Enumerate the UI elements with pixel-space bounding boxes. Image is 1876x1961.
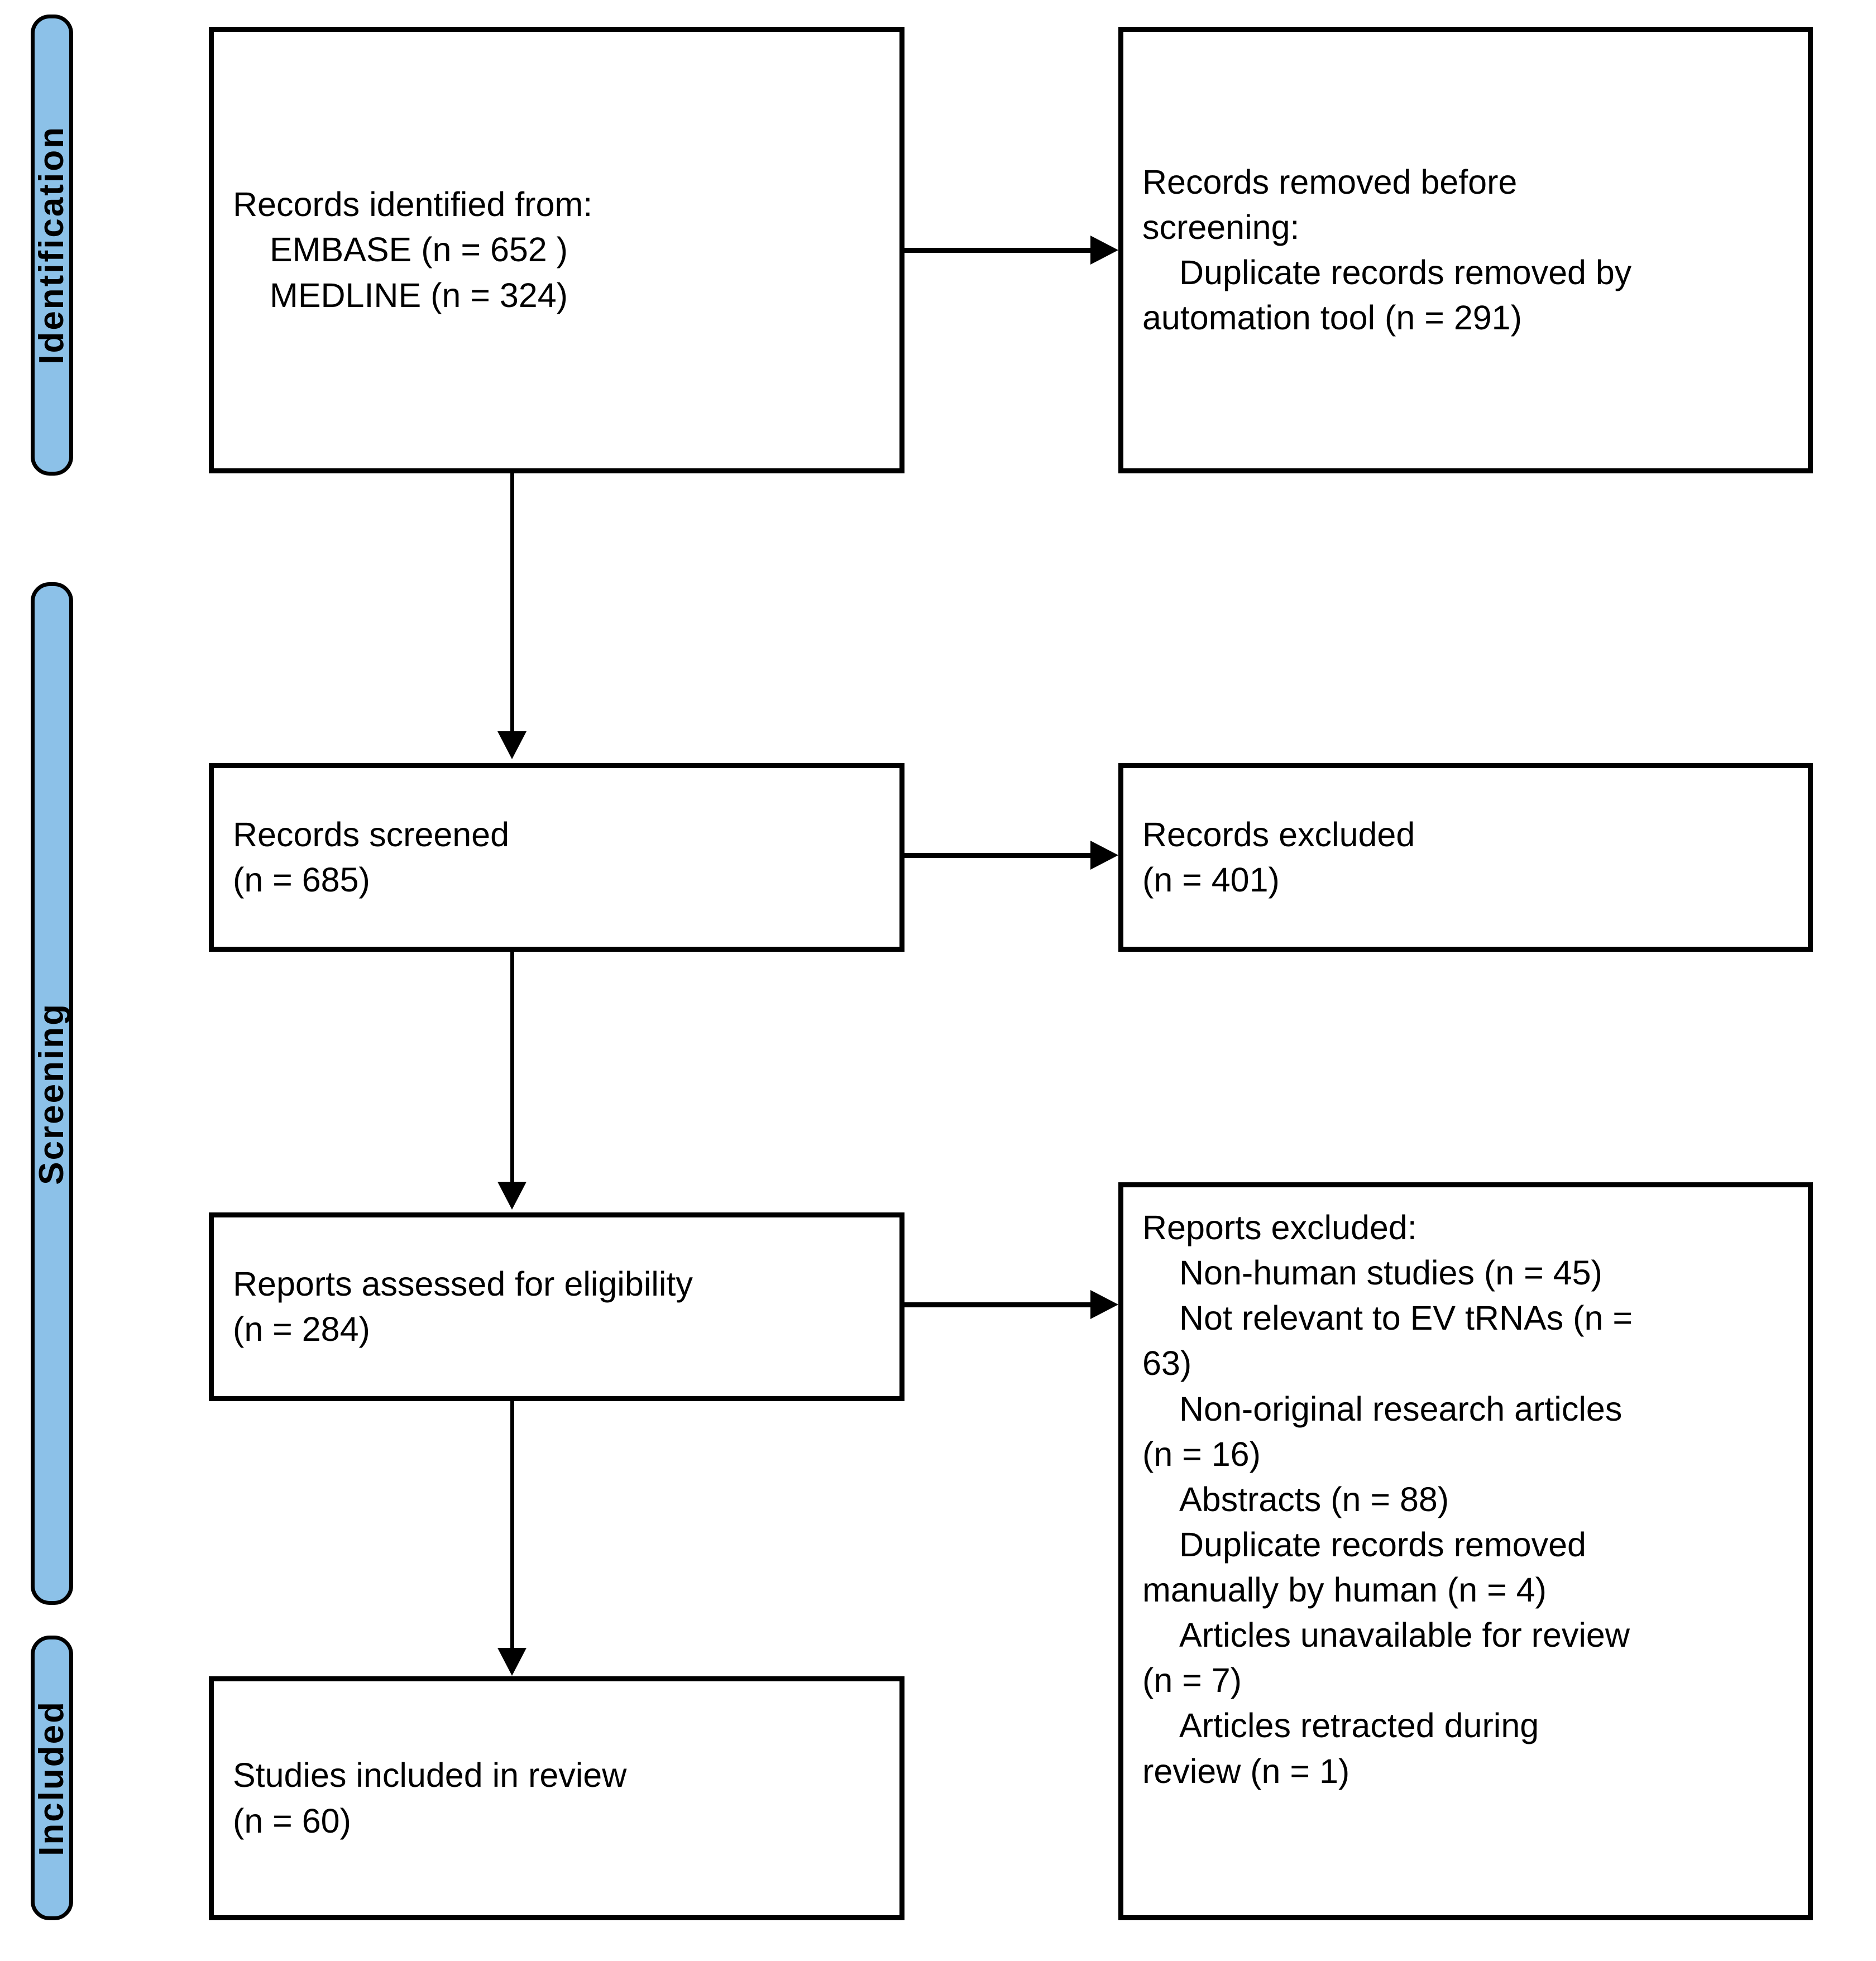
box-line: review (n = 1) <box>1142 1752 1350 1790</box>
box-line: Non-human studies (n = 45) <box>1179 1254 1602 1292</box>
box-line: Records screened <box>233 815 510 854</box>
box-line: 63) <box>1142 1344 1192 1383</box>
box-line: Reports excluded: <box>1142 1209 1417 1246</box>
box-line: (n = 16) <box>1142 1435 1261 1473</box>
box-line: Articles retracted during <box>1179 1706 1539 1745</box>
arrowhead-screened-to-assessed <box>497 1182 527 1210</box>
box-line: Non-original research articles <box>1179 1389 1623 1428</box>
stage-tab-included: Included <box>31 1636 73 1920</box>
box-line: screening: <box>1142 208 1300 246</box>
stage-tab-identification-label: Identification <box>32 126 71 365</box>
box-line: (n = 60) <box>233 1801 351 1840</box>
box-records-identified: Records identified from: EMBASE (n = 652… <box>209 27 904 473</box>
box-line: Studies included in review <box>233 1756 627 1795</box>
connector-identified-to-removed <box>904 248 1090 253</box>
box-line: (n = 284) <box>233 1310 370 1348</box>
box-line: MEDLINE (n = 324) <box>270 276 568 314</box>
stage-tab-included-label: Included <box>32 1700 71 1856</box>
box-line: (n = 685) <box>233 861 370 899</box>
connector-screened-to-assessed <box>510 952 514 1182</box>
connector-screened-to-excluded <box>904 853 1090 858</box>
arrowhead-identified-to-removed <box>1090 236 1118 265</box>
stage-tab-screening: Screening <box>31 582 73 1605</box>
stage-tab-identification: Identification <box>31 15 73 476</box>
box-reports-assessed: Reports assessed for eligibility (n = 28… <box>209 1212 904 1401</box>
connector-assessed-to-included <box>510 1401 514 1648</box>
box-line: (n = 401) <box>1142 861 1280 899</box>
box-line: Duplicate records removed by <box>1179 253 1632 291</box>
box-line: Reports assessed for eligibility <box>233 1264 693 1303</box>
box-line: Duplicate records removed <box>1179 1525 1586 1564</box>
connector-assessed-to-reports-excluded <box>904 1302 1090 1307</box>
arrowhead-screened-to-excluded <box>1090 841 1118 870</box>
stage-tab-screening-label: Screening <box>32 1002 71 1185</box>
box-records-excluded: Records excluded (n = 401) <box>1118 763 1813 952</box>
box-line: Records excluded <box>1142 815 1415 854</box>
box-reports-excluded: Reports excluded: Non-human studies (n =… <box>1118 1182 1813 1920</box>
box-records-screened: Records screened (n = 685) <box>209 763 904 952</box>
arrowhead-assessed-to-reports-excluded <box>1090 1290 1118 1319</box>
arrowhead-assessed-to-included <box>497 1648 527 1676</box>
arrowhead-identified-to-screened <box>497 731 527 759</box>
box-studies-included: Studies included in review (n = 60) <box>209 1676 904 1920</box>
box-records-removed: Records removed before screening: Duplic… <box>1118 27 1813 473</box>
box-line: Articles unavailable for review <box>1179 1616 1630 1655</box>
connector-identified-to-screened <box>510 473 514 731</box>
box-line: Records removed before <box>1142 162 1518 201</box>
box-line: Abstracts (n = 88) <box>1179 1480 1449 1518</box>
box-line: Records identified from: <box>233 185 593 224</box>
box-line: EMBASE (n = 652 ) <box>270 231 568 269</box>
box-line: Not relevant to EV tRNAs (n = <box>1179 1299 1633 1337</box>
box-line: (n = 7) <box>1142 1661 1242 1700</box>
box-line: manually by human (n = 4) <box>1142 1571 1547 1609</box>
box-line: automation tool (n = 291) <box>1142 299 1522 337</box>
